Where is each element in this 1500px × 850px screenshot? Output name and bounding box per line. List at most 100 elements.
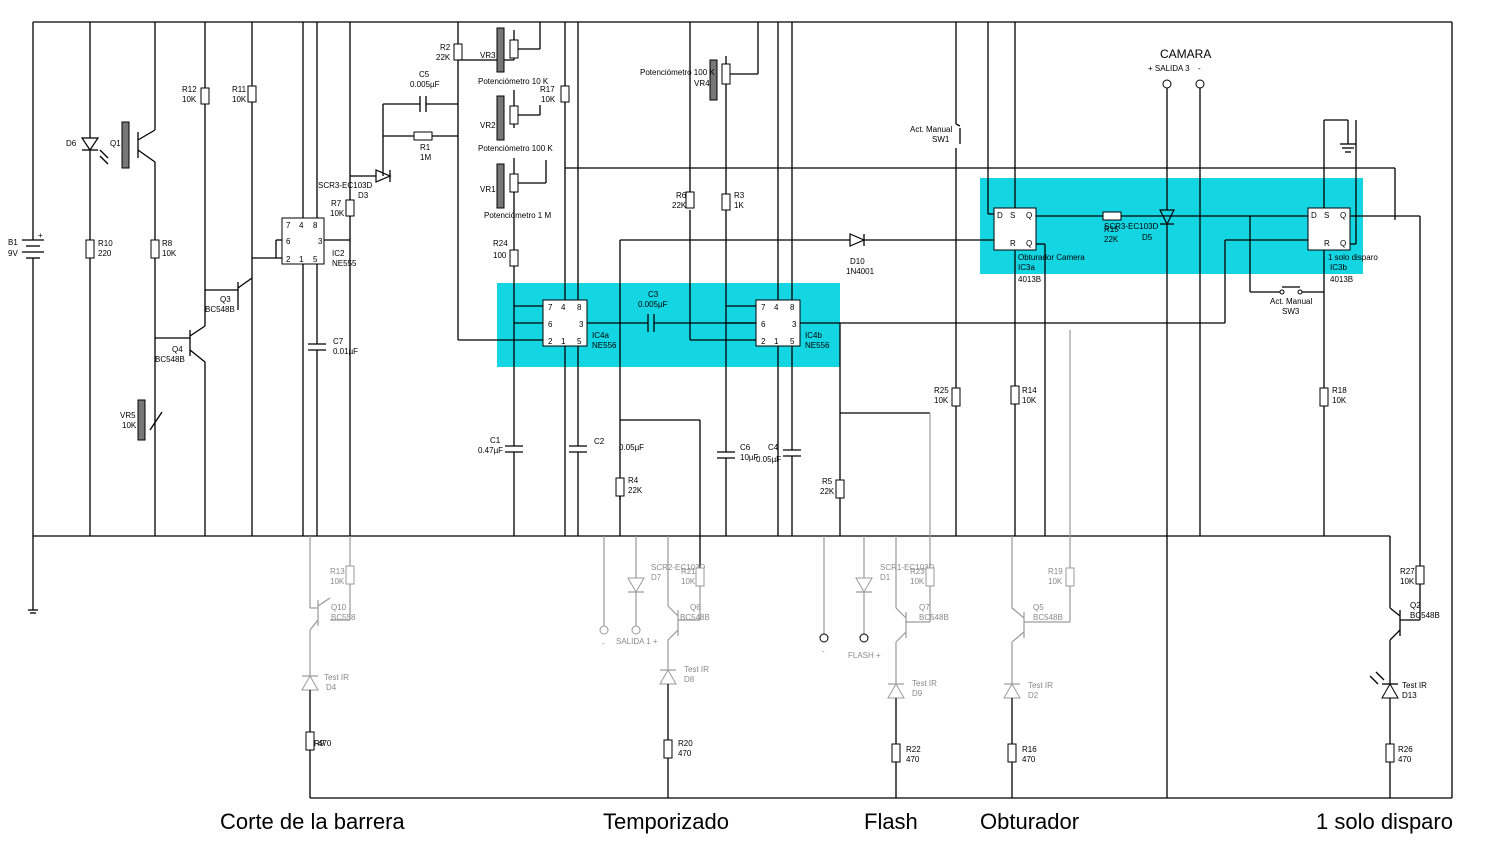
svg-text:6: 6 xyxy=(548,320,553,329)
svg-text:Q3: Q3 xyxy=(220,295,231,304)
svg-text:5: 5 xyxy=(577,337,582,346)
svg-text:BC548B: BC548B xyxy=(1410,611,1440,620)
svg-text:470: 470 xyxy=(318,739,332,748)
svg-text:NE555: NE555 xyxy=(332,259,357,268)
svg-text:22K: 22K xyxy=(436,53,451,62)
svg-text:100: 100 xyxy=(493,251,507,260)
svg-text:Test IR: Test IR xyxy=(324,673,349,682)
svg-text:10K: 10K xyxy=(330,577,345,586)
svg-text:D1: D1 xyxy=(880,573,891,582)
svg-text:0.47µF: 0.47µF xyxy=(478,446,503,455)
svg-text:D13: D13 xyxy=(1402,691,1417,700)
svg-text:C1: C1 xyxy=(490,436,501,445)
svg-text:Q5: Q5 xyxy=(1033,603,1044,612)
battery-value: 9V xyxy=(8,249,18,258)
svg-text:R4: R4 xyxy=(628,476,639,485)
svg-text:Potenciómetro 100 K: Potenciómetro 100 K xyxy=(478,144,553,153)
svg-text:22K: 22K xyxy=(1104,235,1119,244)
svg-text:6: 6 xyxy=(286,237,291,246)
svg-text:D: D xyxy=(997,211,1003,220)
svg-text:R6: R6 xyxy=(676,191,687,200)
svg-text:R19: R19 xyxy=(1048,567,1063,576)
ic3-highlight xyxy=(980,178,1363,274)
barrera-section: D6 R10 220 Q1 R8 10K Q4 BC548B VR5 10K xyxy=(66,22,458,536)
svg-text:R25: R25 xyxy=(934,386,949,395)
svg-text:470: 470 xyxy=(906,755,920,764)
svg-text:NE556: NE556 xyxy=(592,341,617,350)
svg-text:SCR1-EC103D: SCR1-EC103D xyxy=(880,563,934,572)
battery-label: B1 xyxy=(8,238,18,247)
caption-obturador: Obturador xyxy=(980,809,1079,834)
svg-text:D5: D5 xyxy=(1142,233,1153,242)
battery-b1: B1 9V + xyxy=(8,231,44,262)
svg-text:4: 4 xyxy=(774,303,779,312)
svg-text:R16: R16 xyxy=(1022,745,1037,754)
svg-text:R1: R1 xyxy=(420,143,431,152)
svg-text:IC3a: IC3a xyxy=(1018,263,1035,272)
svg-text:Potenciómetro 100 K: Potenciómetro 100 K xyxy=(640,68,715,77)
svg-text:D4: D4 xyxy=(326,683,337,692)
svg-text:R22: R22 xyxy=(906,745,921,754)
svg-text:1N4001: 1N4001 xyxy=(846,267,875,276)
svg-text:22K: 22K xyxy=(628,486,643,495)
svg-text:D: D xyxy=(1311,211,1317,220)
svg-text:SW3: SW3 xyxy=(1282,307,1300,316)
svg-text:0.05µF: 0.05µF xyxy=(756,455,781,464)
svg-text:8: 8 xyxy=(313,221,318,230)
pots-section: R2 22K VR3 Potenciómetro 10 K VR2 Potenc… xyxy=(436,22,553,536)
svg-text:VR1: VR1 xyxy=(480,185,496,194)
output-barrera: R13 10K Q10 BC558 Test IR D4 R9 470 xyxy=(301,536,356,798)
svg-text:1: 1 xyxy=(299,255,304,264)
svg-text:22K: 22K xyxy=(820,487,835,496)
svg-text:R8: R8 xyxy=(162,239,173,248)
svg-text:3: 3 xyxy=(579,320,584,329)
svg-text:10K: 10K xyxy=(330,209,345,218)
svg-text:R21: R21 xyxy=(681,567,696,576)
svg-text:Q7: Q7 xyxy=(919,603,930,612)
svg-text:C7: C7 xyxy=(333,337,344,346)
caption-solo-disparo: 1 solo disparo xyxy=(1316,809,1453,834)
svg-text:Test IR: Test IR xyxy=(912,679,937,688)
svg-text:3: 3 xyxy=(318,237,323,246)
svg-text:R23: R23 xyxy=(910,567,925,576)
svg-text:2: 2 xyxy=(761,337,766,346)
svg-text:0.005µF: 0.005µF xyxy=(410,80,440,89)
svg-text:10µF: 10µF xyxy=(740,453,759,462)
svg-text:D10: D10 xyxy=(850,257,865,266)
svg-text:BC548B: BC548B xyxy=(155,355,185,364)
svg-text:-: - xyxy=(822,647,825,656)
caption-flash: Flash xyxy=(864,809,918,834)
svg-text:C5: C5 xyxy=(419,70,430,79)
output-temporizado: R4 22K SCR2-EC103D D7 SALIDA 1 + - R21 1… xyxy=(599,419,710,798)
svg-text:3: 3 xyxy=(792,320,797,329)
svg-text:Potenciómetro 1 M: Potenciómetro 1 M xyxy=(484,211,551,220)
svg-text:22K: 22K xyxy=(672,201,687,210)
svg-text:S: S xyxy=(1010,211,1015,220)
svg-text:IC2: IC2 xyxy=(332,249,345,258)
svg-text:10K: 10K xyxy=(910,577,925,586)
svg-text:4013B: 4013B xyxy=(1330,275,1353,284)
svg-text:NE556: NE556 xyxy=(805,341,830,350)
svg-text:1 solo disparo: 1 solo disparo xyxy=(1328,253,1378,262)
svg-text:R3: R3 xyxy=(734,191,745,200)
svg-text:+ SALIDA 3: + SALIDA 3 xyxy=(1148,64,1190,73)
svg-text:10K: 10K xyxy=(1332,396,1347,405)
svg-text:+: + xyxy=(38,231,43,240)
svg-text:Q: Q xyxy=(1026,239,1032,248)
svg-text:D2: D2 xyxy=(1028,691,1039,700)
svg-text:BC558: BC558 xyxy=(331,613,356,622)
svg-text:10K: 10K xyxy=(1022,396,1037,405)
svg-text:VR2: VR2 xyxy=(480,121,496,130)
svg-text:470: 470 xyxy=(1398,755,1412,764)
svg-text:10K: 10K xyxy=(232,95,247,104)
svg-text:470: 470 xyxy=(678,749,692,758)
caption-barrera: Corte de la barrera xyxy=(220,809,405,834)
svg-text:R2: R2 xyxy=(440,43,451,52)
svg-text:10K: 10K xyxy=(122,421,137,430)
svg-text:IC3b: IC3b xyxy=(1330,263,1347,272)
svg-text:S: S xyxy=(1324,211,1329,220)
svg-text:-: - xyxy=(1198,64,1201,73)
svg-text:4013B: 4013B xyxy=(1018,275,1041,284)
svg-text:R18: R18 xyxy=(1332,386,1347,395)
svg-text:Q6: Q6 xyxy=(690,603,701,612)
